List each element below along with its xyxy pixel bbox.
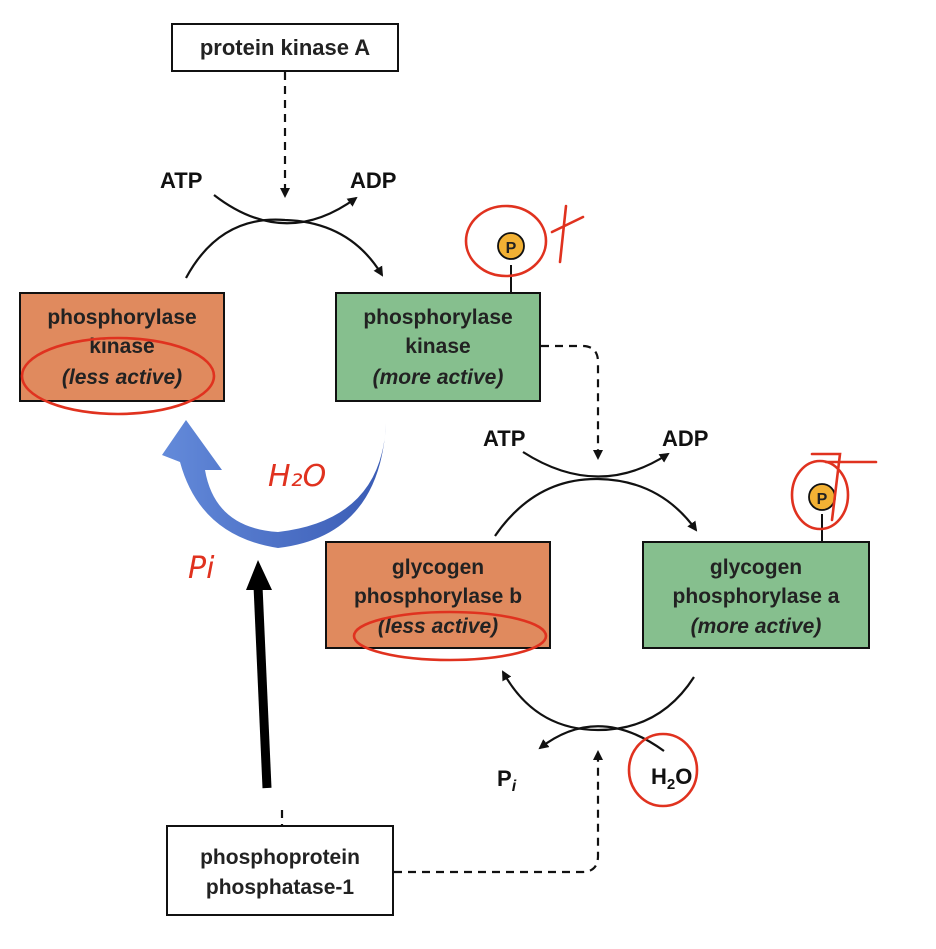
red-circle-h2o (627, 732, 699, 808)
phosphorylase-kinase-activation-arc (185, 218, 384, 279)
black-thick-arrow-head (246, 560, 272, 590)
pk-less-line1: phosphorylase (47, 306, 196, 329)
red-circle-less-active-gp (352, 610, 548, 662)
red-circle-phosphate-1 (464, 204, 548, 278)
adp-mid-label: ADP (662, 426, 708, 451)
glycogen-phosphorylase-b-box: glycogen phosphorylase b (less active) (325, 541, 551, 649)
pk-less-line2: kinase (89, 335, 154, 358)
pp1-activation-dashed-arrow (394, 750, 603, 874)
red-x-mark-1 (550, 204, 585, 264)
blue-dephosphorylation-arrow (162, 420, 386, 548)
pk-less-line3: (less active) (62, 366, 182, 389)
atp-mid-label: ATP (483, 426, 525, 451)
black-thick-arrow-shaft (253, 585, 272, 789)
pk-more-line3: (more active) (373, 366, 504, 389)
phosphate-label-2: P (817, 491, 828, 508)
pi-bottom-label: Pi (497, 766, 517, 795)
gp-a-line1: glycogen (710, 556, 802, 579)
h2o-to-pi-bottom-curve (538, 725, 665, 752)
handwritten-h2o: H₂O (268, 459, 326, 494)
gp-a-line3: (more active) (691, 615, 822, 638)
pk-more-line2: kinase (405, 335, 470, 358)
phosphorylase-kinase-more-active-box: P phosphorylase kinase (more active) (335, 232, 541, 402)
phosphate-label-1: P (506, 240, 517, 257)
atp-to-adp-mid-curve (522, 451, 670, 478)
gp-a-line2: phosphorylase a (673, 585, 840, 608)
pk-more-line1: phosphorylase (363, 306, 512, 329)
gp-b-line3: (less active) (378, 615, 498, 638)
adp-top-label: ADP (350, 168, 396, 193)
glycogen-phosphorylase-activation-arc (494, 477, 698, 537)
phosphoprotein-phosphatase-1-box: phosphoprotein phosphatase-1 (166, 825, 394, 916)
pp1-line2: phosphatase-1 (206, 876, 355, 899)
phosphorylase-kinase-less-active-box: phosphorylase kinase (less active) (19, 292, 225, 402)
atp-to-adp-top-curve (213, 194, 358, 225)
phosphate-group-icon (497, 232, 525, 260)
red-x-mark-2 (810, 452, 878, 522)
protein-kinase-a-box: protein kinase A (171, 23, 399, 72)
handwritten-pi: Pi (188, 551, 215, 586)
glycogen-phosphorylase-a-box: P glycogen phosphorylase a (more active) (642, 483, 870, 649)
h2o-bottom-label: H2O (651, 764, 692, 793)
gp-b-line1: glycogen (392, 556, 484, 579)
atp-top-label: ATP (160, 168, 202, 193)
gp-b-line2: phosphorylase b (354, 585, 522, 608)
pp1-line1: phosphoprotein (200, 846, 360, 869)
red-circle-phosphate-2 (790, 459, 850, 531)
glycogen-phosphorylase-dephosphorylation-arc (502, 670, 695, 732)
protein-kinase-a-label: protein kinase A (200, 35, 370, 60)
pk-activation-dashed-arrow (541, 344, 603, 460)
red-circle-less-active-pk (20, 336, 216, 416)
